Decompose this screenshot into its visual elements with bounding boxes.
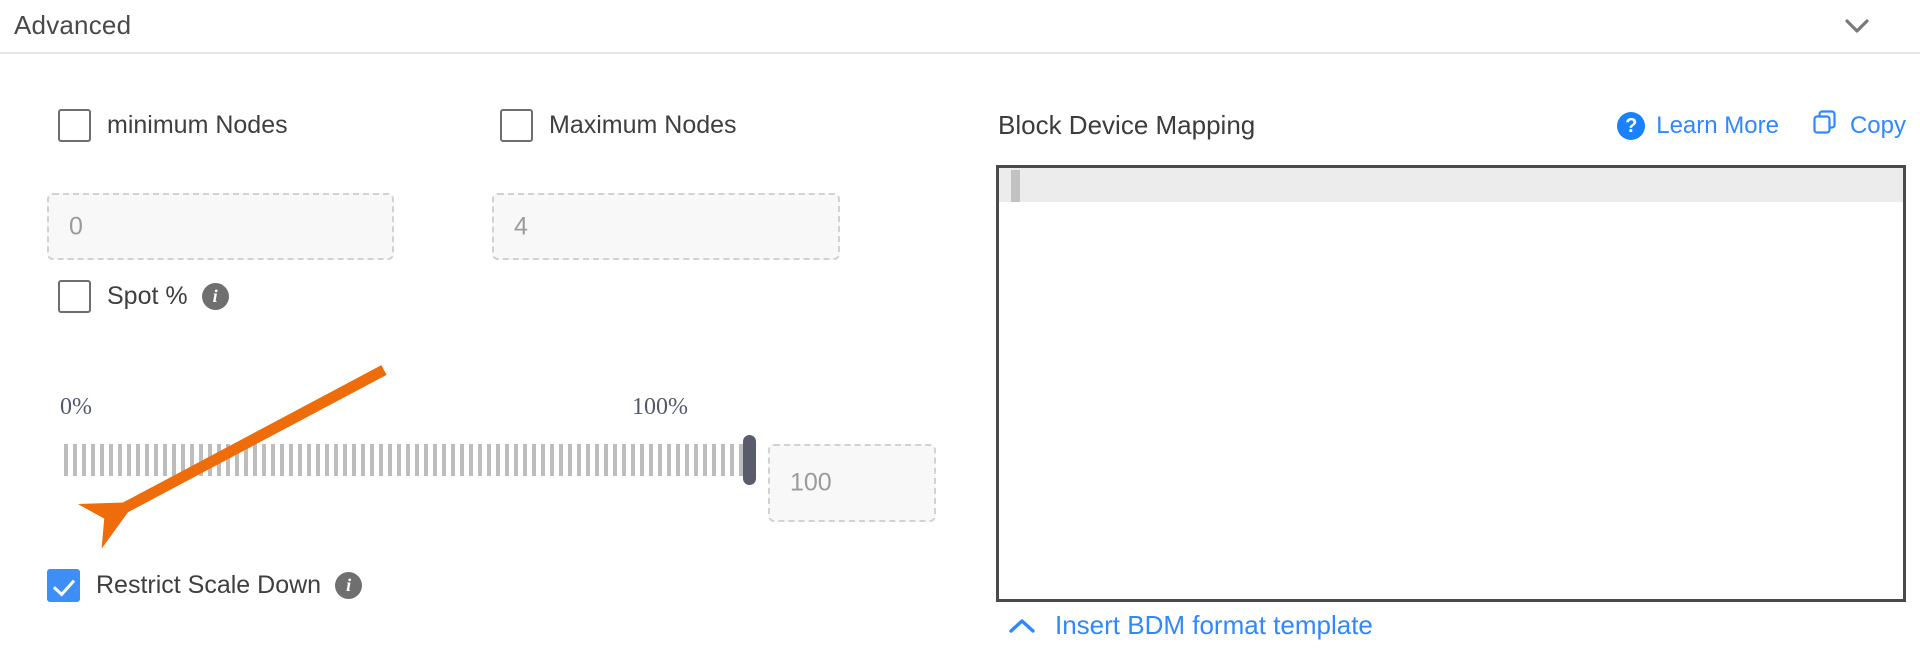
spot-percent-value-placeholder: 100	[790, 468, 832, 497]
copy-label: Copy	[1849, 111, 1906, 139]
spot-percent-slider-thumb[interactable]	[743, 435, 756, 485]
minimum-nodes-row: minimum Nodes	[58, 109, 288, 142]
maximum-nodes-row: Maximum Nodes	[500, 109, 737, 142]
insert-bdm-template-link[interactable]: Insert BDM format template	[1007, 610, 1373, 641]
learn-more-label: Learn More	[1656, 111, 1779, 139]
learn-more-link[interactable]: ? Learn More	[1617, 111, 1779, 140]
spot-percent-slider-group: 0% 100%	[60, 394, 760, 504]
bdm-code-editor[interactable]	[996, 165, 1906, 602]
slider-max-label: 100%	[632, 394, 688, 420]
copy-button[interactable]: Copy	[1811, 108, 1906, 143]
advanced-section-header[interactable]: Advanced	[0, 0, 1920, 54]
minimum-nodes-label: minimum Nodes	[107, 111, 288, 139]
maximum-nodes-label: Maximum Nodes	[549, 111, 737, 139]
spot-percent-label: Spot %	[107, 282, 188, 310]
spot-percent-slider-track[interactable]	[64, 444, 754, 476]
info-icon[interactable]: i	[335, 572, 363, 599]
spot-percent-row: Spot % i	[58, 280, 229, 313]
block-device-mapping-panel: Block Device Mapping ? Learn More Copy	[995, 54, 1920, 656]
info-icon[interactable]: i	[201, 283, 229, 310]
restrict-scale-down-label: Restrict Scale Down	[96, 571, 322, 599]
copy-icon	[1811, 108, 1839, 143]
chevron-up-icon	[1007, 616, 1037, 636]
question-mark-icon: ?	[1617, 111, 1646, 140]
chevron-down-icon[interactable]	[1840, 9, 1874, 43]
slider-min-label: 0%	[60, 394, 92, 420]
minimum-nodes-input-placeholder: 0	[69, 212, 83, 240]
restrict-scale-down-checkbox[interactable]	[47, 569, 80, 602]
block-device-mapping-actions: ? Learn More Copy	[1617, 108, 1906, 143]
spot-percent-checkbox[interactable]	[58, 280, 91, 313]
editor-active-line-highlight	[999, 168, 1903, 202]
maximum-nodes-checkbox[interactable]	[500, 109, 533, 142]
insert-bdm-template-label: Insert BDM format template	[1055, 610, 1373, 640]
minimum-nodes-checkbox[interactable]	[58, 109, 91, 142]
maximum-nodes-input-placeholder: 4	[514, 212, 528, 240]
block-device-mapping-title: Block Device Mapping	[998, 110, 1256, 140]
advanced-left-panel: minimum Nodes Maximum Nodes 0 4 Spot % i…	[0, 54, 960, 656]
spot-percent-value-input[interactable]: 100	[768, 444, 936, 522]
maximum-nodes-input[interactable]: 4	[492, 193, 840, 260]
minimum-nodes-input[interactable]: 0	[47, 193, 394, 260]
restrict-scale-down-row: Restrict Scale Down i	[47, 569, 363, 602]
editor-cursor-marker	[1011, 170, 1020, 202]
page-title: Advanced	[14, 10, 132, 40]
